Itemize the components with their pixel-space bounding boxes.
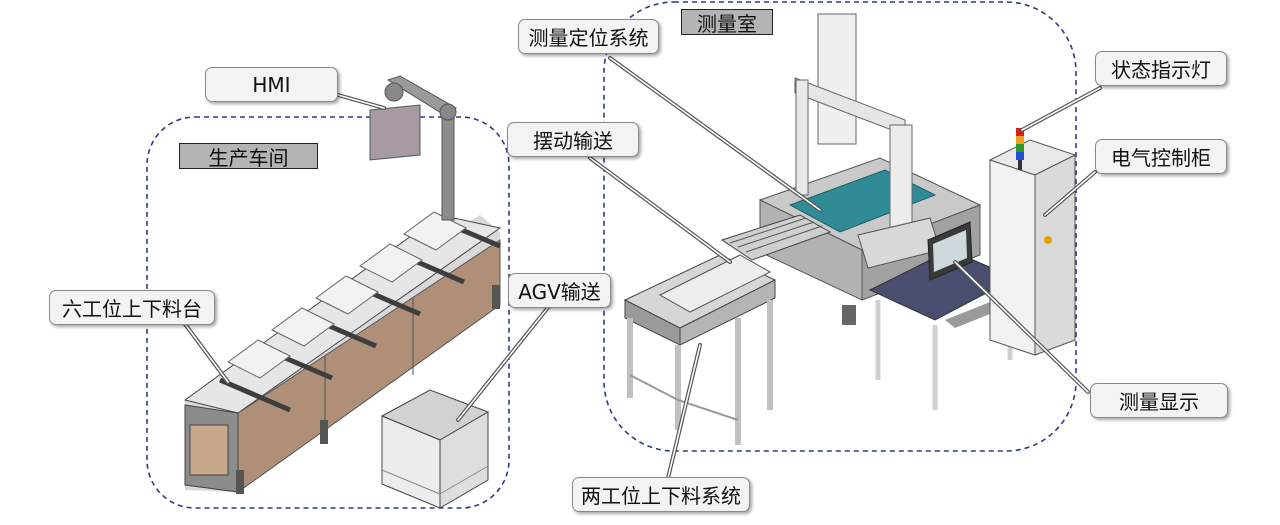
leader-lines	[180, 56, 1102, 480]
six-station-callout: 六工位上下料台	[49, 290, 215, 325]
agv-callout: AGV输送	[508, 273, 611, 308]
measure-room-zone-boundary	[603, 1, 1077, 452]
display-callout: 测量显示	[1090, 383, 1228, 418]
agv-cart	[380, 389, 490, 509]
cabinet-callout: 电气控制柜	[1095, 139, 1227, 174]
two-station-loading-system	[623, 254, 777, 445]
hmi-stand	[369, 75, 457, 221]
status-light-callout: 状态指示灯	[1095, 51, 1227, 86]
swing-callout: 摆动输送	[507, 122, 639, 157]
cmm-bridge	[794, 13, 941, 269]
positioning-callout: 测量定位系统	[518, 19, 659, 54]
swing-conveyor	[720, 214, 832, 261]
hmi-callout: HMI	[205, 67, 338, 102]
measure-room-zone-label: 测量室	[681, 9, 773, 36]
workshop-zone-label: 生产车间	[179, 143, 318, 170]
status-light-tower	[1016, 128, 1024, 170]
electrical-cabinet	[988, 139, 1077, 356]
two-station-callout: 两工位上下料系统	[572, 477, 750, 512]
six-station-loading-table	[183, 211, 502, 494]
